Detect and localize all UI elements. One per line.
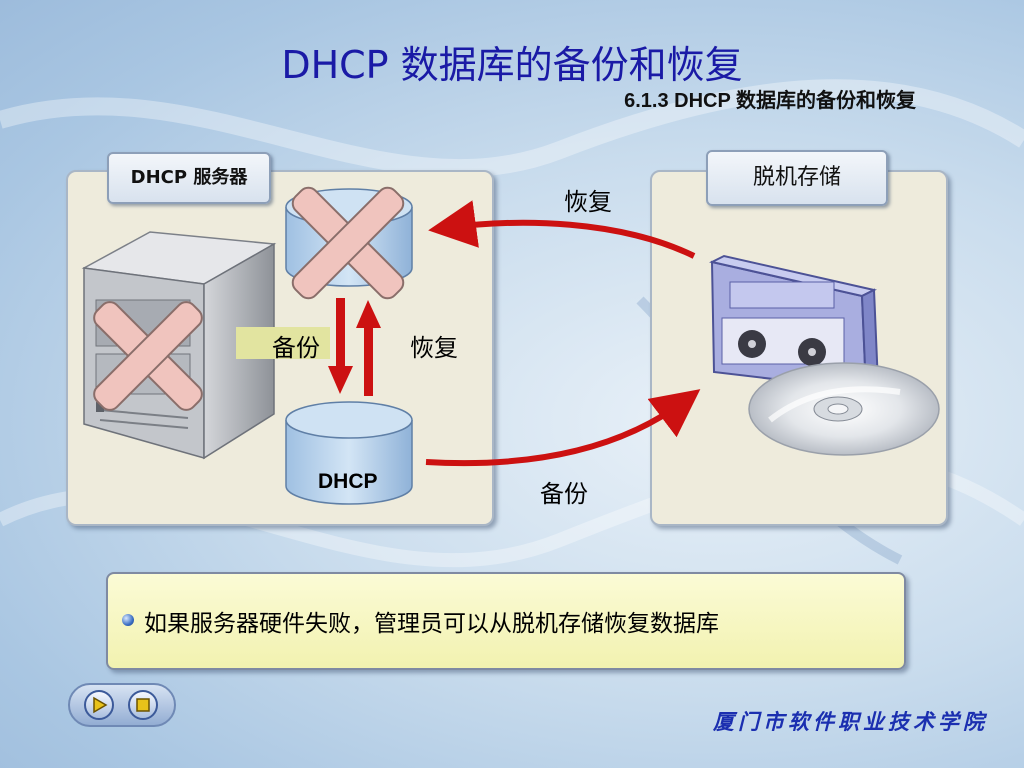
restore-up-arrow <box>356 300 381 396</box>
note-text: 如果服务器硬件失败，管理员可以从脱机存储恢复数据库 <box>144 611 719 637</box>
bullet-icon <box>122 614 134 626</box>
offline-storage-tab-label: 脱机存储 <box>752 165 841 190</box>
tape-cartridge-icon <box>709 254 880 392</box>
play-icon <box>93 696 108 714</box>
dhcp-database-icon <box>285 401 413 505</box>
dhcp-server-tab: DHCP 服务器 <box>107 152 271 204</box>
restore-curved-arrow <box>428 200 696 259</box>
inner-backup-label: 备份 <box>272 334 320 362</box>
cd-disc-icon <box>748 362 940 456</box>
database-failure-x-icon <box>291 186 405 300</box>
server-failure-x-icon <box>93 301 203 411</box>
outer-backup-label: 备份 <box>540 480 588 508</box>
section-subtitle: 6.1.3 DHCP 数据库的备份和恢复 <box>624 90 916 112</box>
note-box: 如果服务器硬件失败，管理员可以从脱机存储恢复数据库 <box>106 572 906 670</box>
outer-restore-label: 恢复 <box>564 188 612 216</box>
backup-curved-arrow <box>425 389 701 467</box>
slide-nav-control <box>68 683 176 727</box>
footer-school-name: 厦门市软件职业技术学院 <box>713 709 988 734</box>
play-button[interactable] <box>84 690 114 720</box>
dhcp-server-tab-label: DHCP 服务器 <box>130 167 248 188</box>
inner-restore-label: 恢复 <box>410 334 458 362</box>
dhcp-database-label: DHCP <box>318 470 378 493</box>
backup-down-arrow <box>328 298 353 394</box>
stop-icon <box>136 698 150 712</box>
offline-storage-tab: 脱机存储 <box>706 150 888 206</box>
stop-button[interactable] <box>128 690 158 720</box>
slide-title: DHCP 数据库的备份和恢复 <box>281 43 743 87</box>
backup-label-highlight <box>236 327 330 359</box>
